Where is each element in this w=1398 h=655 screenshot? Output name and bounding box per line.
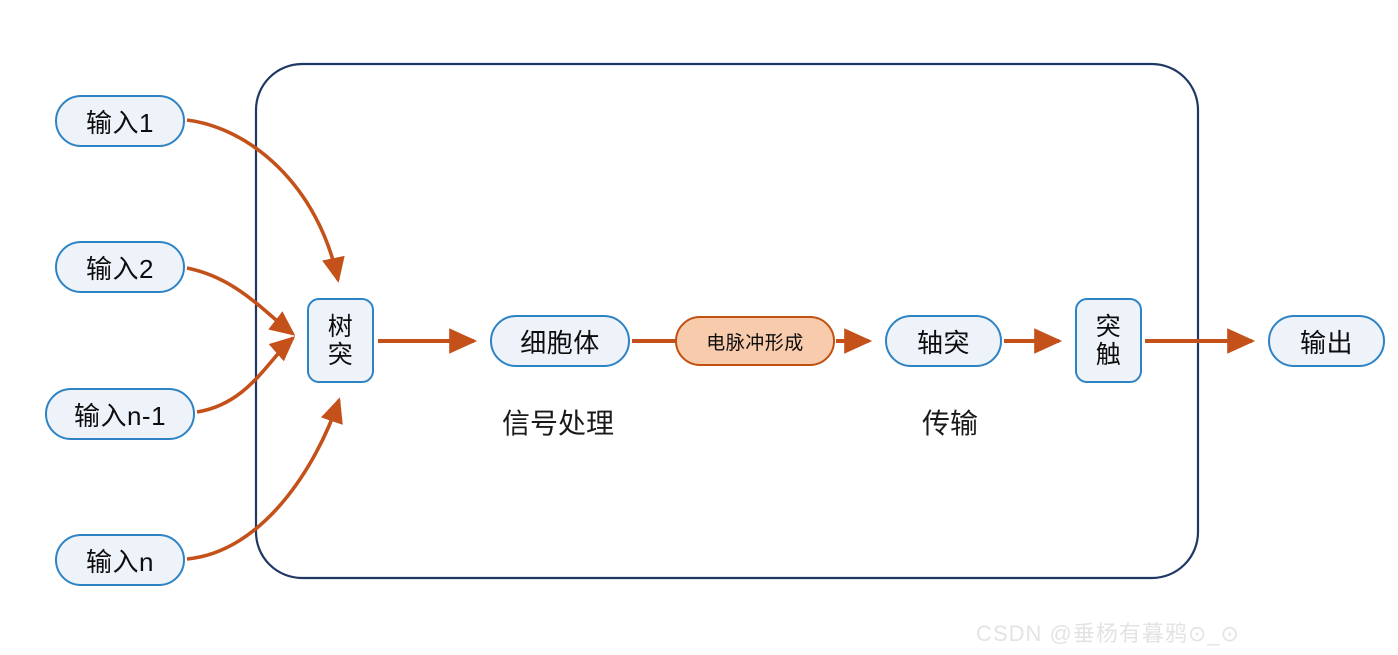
node-input-n-label: 输入n [86, 546, 154, 577]
node-output-label: 输出 [1299, 327, 1353, 358]
node-dendrite-label: 树突 [327, 312, 354, 369]
node-input-2[interactable]: 输入2 [55, 241, 185, 293]
node-synapse-label: 突触 [1095, 312, 1122, 369]
node-spike-forming[interactable]: 电脉冲形成 [675, 316, 835, 366]
connector-input-2-to-dendrite [186, 266, 296, 336]
node-synapse[interactable]: 突触 [1075, 298, 1142, 383]
label-signal-processing: 信号处理 [501, 408, 615, 439]
node-input-1-label: 输入1 [86, 107, 154, 138]
node-axon[interactable]: 轴突 [885, 315, 1002, 367]
node-input-1[interactable]: 输入1 [55, 95, 185, 147]
node-soma-label: 细胞体 [520, 327, 600, 358]
node-input-2-label: 输入2 [86, 253, 154, 284]
connector-input-n1-to-dendrite [196, 336, 296, 414]
node-spike-forming-label: 电脉冲形成 [706, 332, 804, 354]
csdn-watermark: CSDN @垂杨有暮鸦⊙_⊙ [976, 621, 1240, 646]
node-dendrite[interactable]: 树突 [307, 298, 374, 383]
connector-input-1-to-dendrite [186, 118, 345, 283]
node-input-n-1[interactable]: 输入n-1 [45, 388, 195, 440]
node-input-n-1-label: 输入n-1 [73, 400, 167, 431]
node-soma[interactable]: 细胞体 [490, 315, 630, 367]
node-axon-label: 轴突 [916, 327, 970, 358]
node-output[interactable]: 输出 [1268, 315, 1385, 367]
connector-input-n-to-dendrite [186, 397, 343, 561]
label-transmission: 传输 [921, 408, 979, 439]
node-input-n[interactable]: 输入n [55, 534, 185, 586]
